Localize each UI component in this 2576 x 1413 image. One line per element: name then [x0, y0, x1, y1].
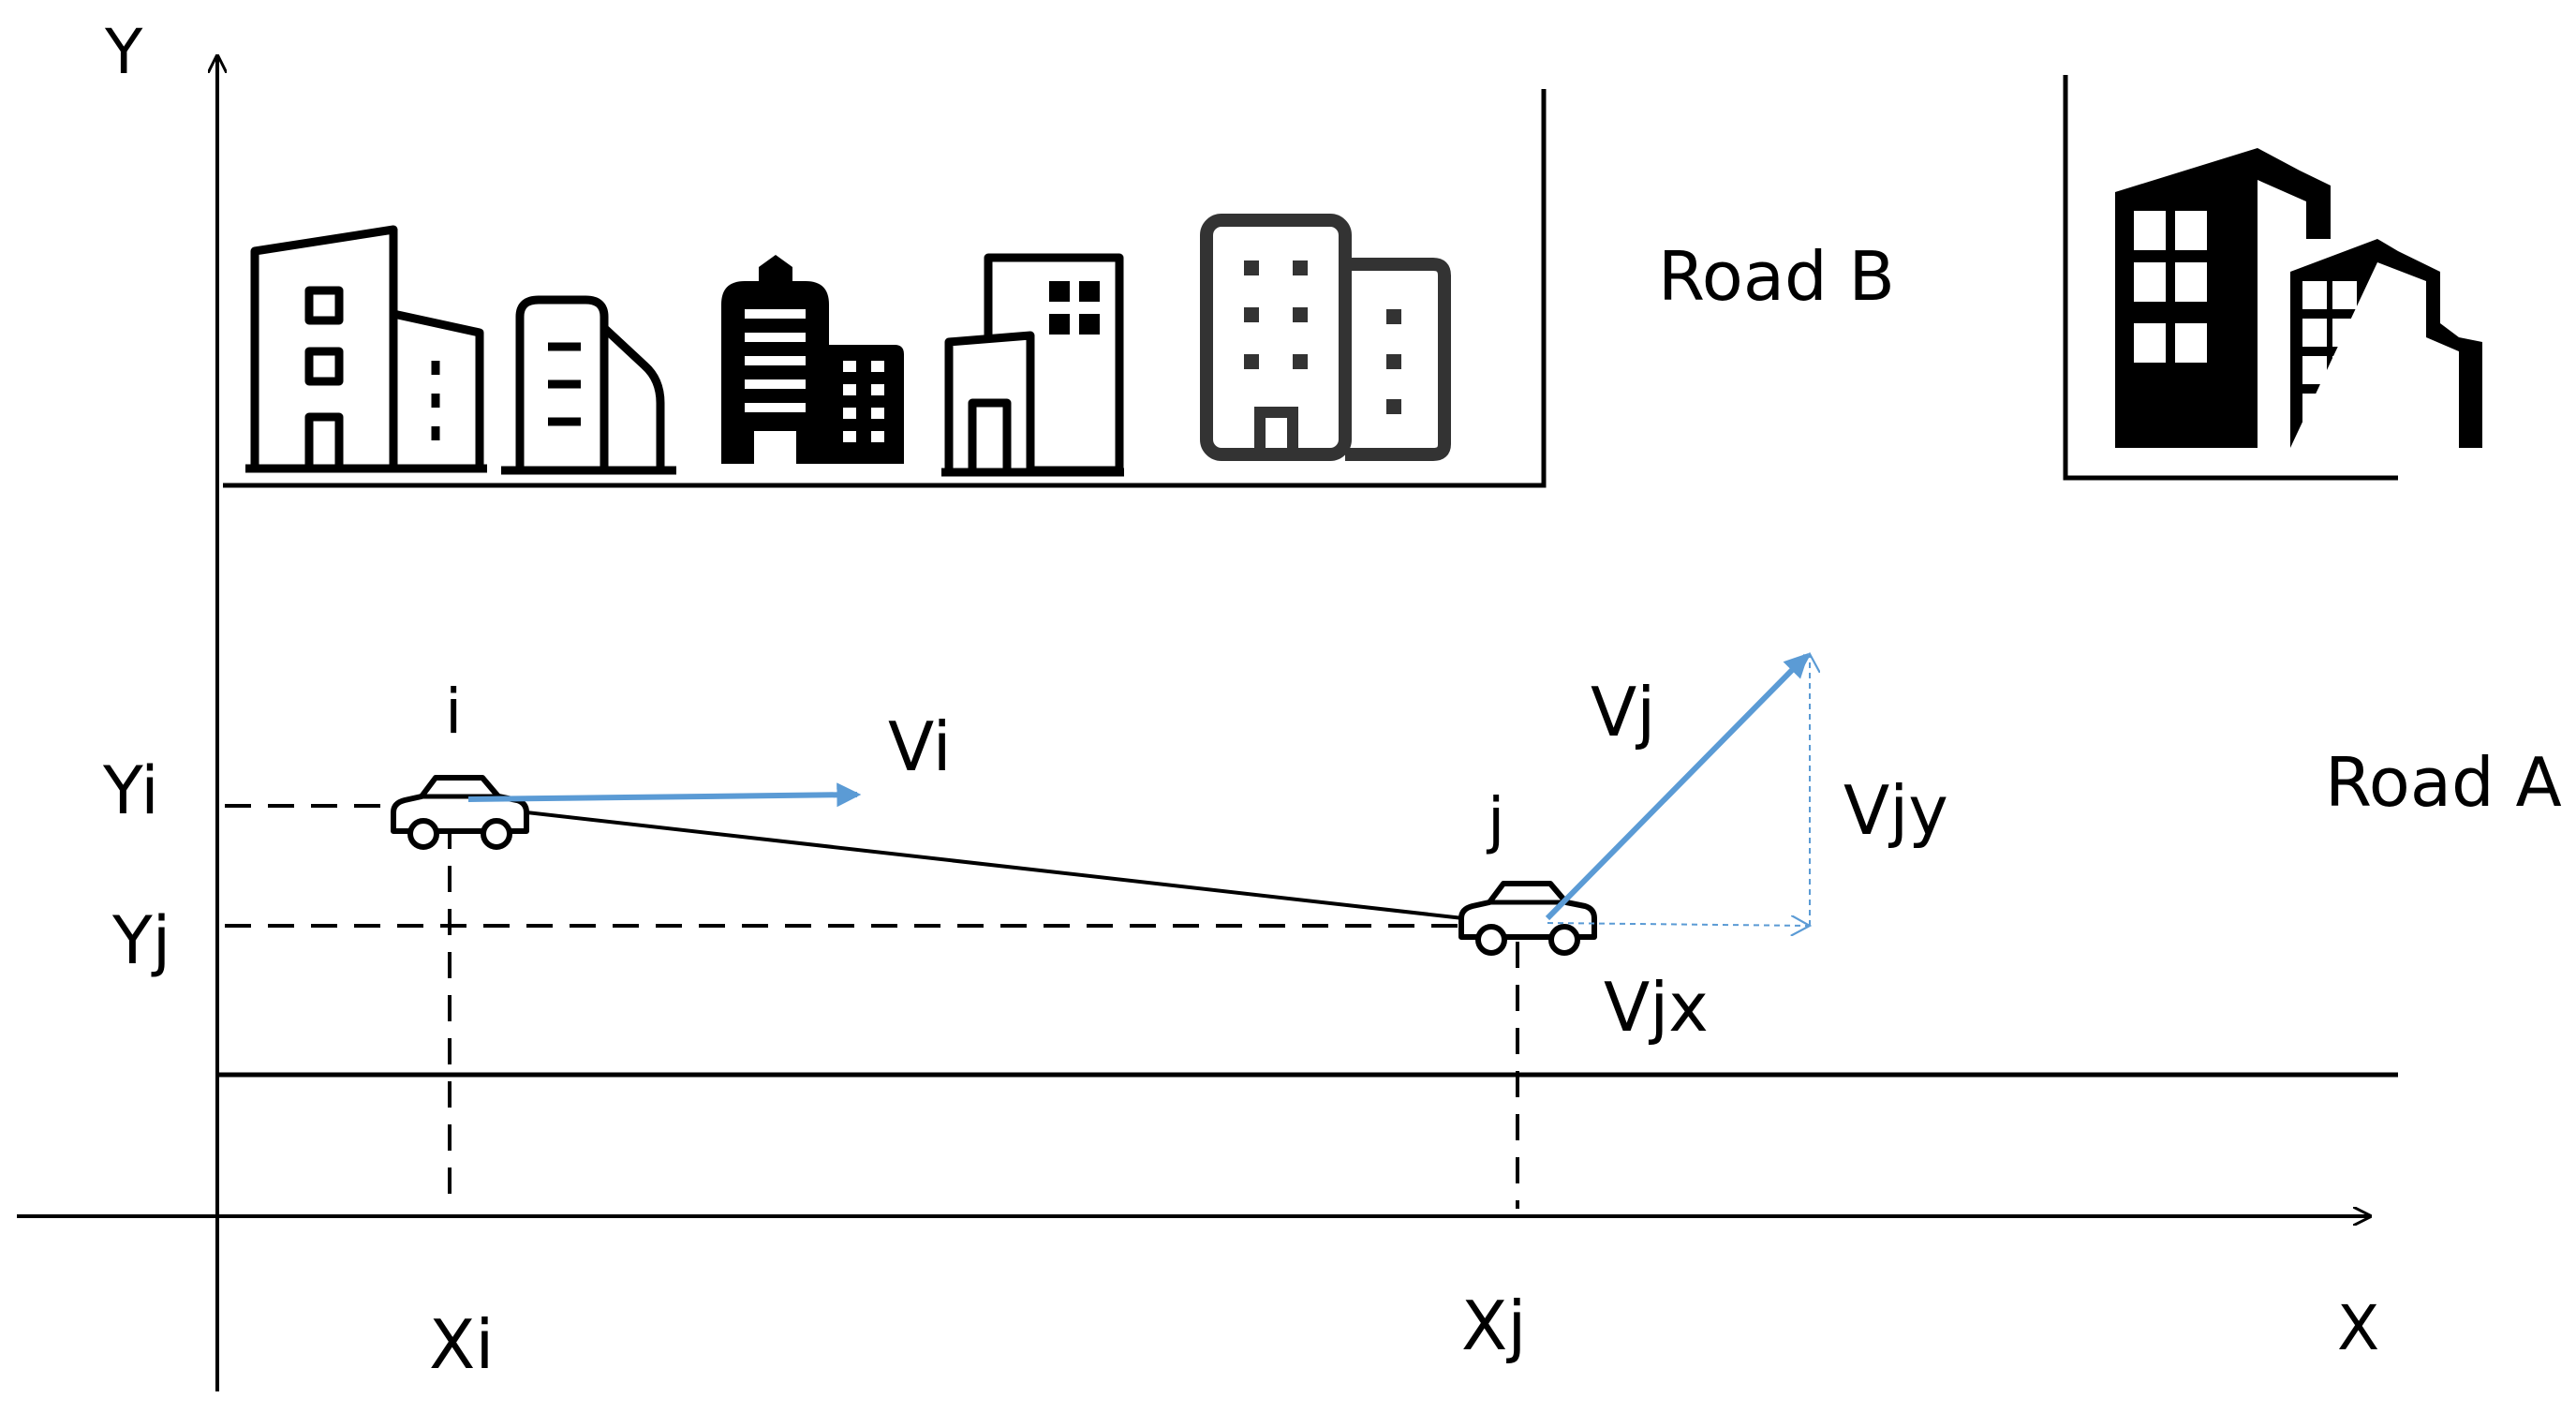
yi-label: Yi — [102, 752, 159, 829]
coordinate-axes: Y X — [17, 16, 2379, 1391]
vehicle-j-vy-label: Vjy — [1843, 771, 1948, 850]
vehicle-j-velocity-label: Vj — [1591, 673, 1655, 751]
vehicle-i-label: i — [445, 676, 462, 748]
vehicle-i-velocity-label: Vi — [888, 707, 952, 786]
xi-label: Xi — [429, 1305, 494, 1384]
apartment-windows — [1049, 281, 1100, 335]
road-b-label: Road B — [1658, 237, 1895, 316]
skyscraper-icon — [721, 255, 904, 464]
apartment-icon — [941, 253, 1124, 477]
vehicle-j-velocity-arrow — [1545, 652, 1810, 921]
city-buildings-icon — [2115, 148, 2482, 448]
vehicle-j-label: j — [1486, 784, 1504, 856]
inter-vehicle-distance-line — [467, 804, 1464, 920]
yj-label: Yj — [111, 902, 170, 979]
x-axis-label: X — [2337, 1292, 2379, 1364]
rounded-building-icon — [501, 295, 676, 475]
vehicle-j-vx-arrow — [1547, 923, 1810, 926]
city-block-left-outline — [223, 89, 1547, 488]
office-building-icon — [245, 225, 487, 473]
road-a-label: Road A — [2325, 743, 2562, 822]
y-axis-label: Y — [104, 16, 143, 88]
projection-lines — [225, 804, 1519, 1209]
grid-building-icon — [1200, 214, 1451, 461]
xj-label: Xj — [1461, 1287, 1526, 1365]
vehicle-j-vx-label: Vjx — [1604, 968, 1709, 1047]
vehicle-i-car-icon — [393, 778, 526, 847]
vehicle-i-velocity-arrow — [467, 782, 862, 808]
city-block-right-outline — [2063, 75, 2398, 481]
